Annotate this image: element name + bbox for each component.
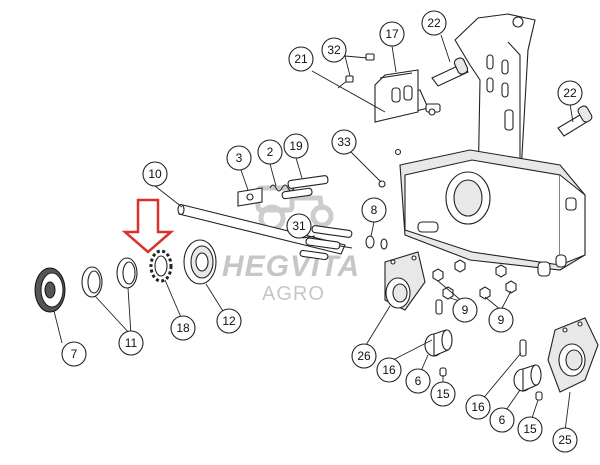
callout-17: 17 (379, 21, 405, 47)
callout-15-a: 15 (430, 381, 456, 407)
callout-22-right-label: 22 (563, 86, 577, 100)
callout-17-label: 17 (385, 27, 399, 41)
callout-18-label: 18 (176, 321, 190, 335)
callout-15-b: 15 (517, 416, 543, 442)
callout-6-b: 6 (489, 407, 515, 433)
watermark-brand: HEGVITA (222, 250, 360, 283)
callout-25: 25 (552, 427, 578, 453)
part-18-lock-washer (149, 249, 173, 283)
callout-25-label: 25 (558, 433, 572, 447)
callout-8: 8 (361, 197, 387, 223)
callout-26-label: 26 (357, 349, 371, 363)
part-15-bolt-b (535, 391, 543, 401)
callout-12: 12 (216, 308, 242, 334)
callout-3-label: 3 (236, 151, 243, 165)
callout-26: 26 (351, 343, 377, 369)
part-11-ring-a (81, 266, 103, 298)
callout-22-top: 22 (421, 10, 447, 36)
callout-31: 31 (286, 213, 312, 239)
part-19-pins (281, 175, 329, 200)
part-26-flange (384, 251, 426, 311)
part-31-pins (299, 225, 353, 261)
main-frame (379, 13, 586, 277)
callout-22-right: 22 (557, 80, 583, 106)
callout-2-label: 2 (267, 145, 274, 159)
callout-10-label: 10 (148, 167, 162, 181)
callout-3: 3 (226, 145, 252, 171)
callout-10: 10 (142, 161, 168, 187)
callout-7: 7 (61, 341, 87, 367)
callout-8-label: 8 (371, 203, 378, 217)
callout-9-right-label: 9 (498, 313, 505, 327)
part-8-washer (365, 235, 388, 250)
callout-21-label: 21 (294, 52, 308, 66)
callout-12-label: 12 (222, 314, 236, 328)
callout-15-b-label: 15 (523, 422, 537, 436)
callout-33: 33 (331, 129, 357, 155)
part-22-handle-top (431, 57, 469, 87)
callout-32-label: 32 (327, 43, 341, 57)
part-6-bushing-b (513, 364, 542, 392)
red-indicator-arrow (121, 198, 175, 254)
callout-22-top-label: 22 (427, 16, 441, 30)
callout-19-label: 19 (289, 139, 303, 153)
callout-19: 19 (283, 133, 309, 159)
part-6-bushing-a (424, 329, 453, 357)
callout-9-right: 9 (488, 307, 514, 333)
bolts-top (337, 53, 436, 188)
callout-9-left: 9 (452, 297, 478, 323)
callout-11-label: 11 (125, 336, 138, 350)
callout-2: 2 (257, 139, 283, 165)
part-11-ring-b (116, 257, 138, 289)
part-22-handle-right (557, 105, 593, 137)
callout-15-a-label: 15 (436, 387, 450, 401)
callout-7-label: 7 (71, 347, 78, 361)
callout-11: 11 (118, 330, 144, 356)
callout-31-label: 31 (292, 219, 306, 233)
part-12-bearing (183, 239, 217, 285)
callout-16-a: 16 (376, 357, 402, 383)
callout-6-a-label: 6 (415, 374, 422, 388)
callout-21: 21 (288, 46, 314, 72)
part-3-block (237, 187, 263, 207)
callout-18: 18 (170, 315, 196, 341)
part-17-bracket (374, 69, 419, 123)
part-15-bolt-a (439, 367, 447, 377)
callout-32: 32 (321, 37, 347, 63)
watermark-sub: AGRO (262, 283, 325, 305)
callout-16-a-label: 16 (382, 363, 396, 377)
callout-33-label: 33 (337, 135, 351, 149)
callout-6-a: 6 (405, 368, 431, 394)
part-7-cap (34, 267, 66, 313)
callout-9-left-label: 9 (462, 303, 469, 317)
watermark: HEGVITA AGRO (222, 185, 360, 305)
tractor-logo (255, 185, 334, 232)
callout-16-b: 16 (465, 394, 491, 420)
part-9-nuts (432, 259, 527, 357)
part-25-flange (547, 317, 599, 393)
callout-6-b-label: 6 (499, 413, 506, 427)
callout-16-b-label: 16 (471, 400, 485, 414)
